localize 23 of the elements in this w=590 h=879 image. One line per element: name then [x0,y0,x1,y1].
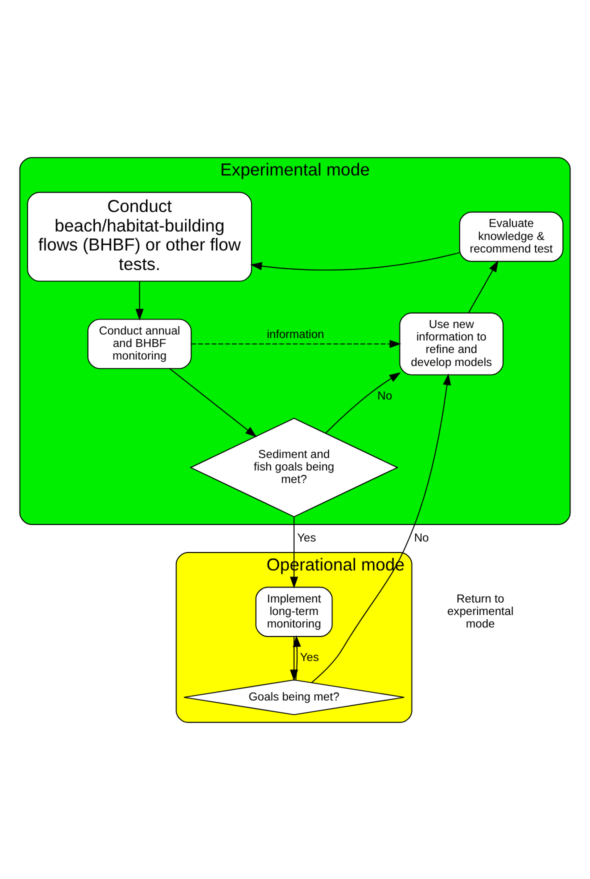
arrow [190,339,402,348]
node-box: Use new information to refine and develop models [399,312,504,375]
node-box: Evaluate knowledge & recommend test [459,211,564,262]
arrow [292,634,301,680]
node-diamond: Sediment and fish goals being met? [190,417,398,517]
edge-label: Yes [300,652,319,664]
arrow [290,636,298,681]
arrow [468,260,498,313]
node-diamond: Goals being met? [184,678,405,715]
node-box: Conduct annual and BHBF monitoring [87,318,192,369]
edge-label: information [266,328,324,340]
arrow [290,516,298,588]
node-box: Implement long-term monitoring [255,586,333,636]
node-box: Conduct beach/habitat-building flows (BHBF) or other flow tests. [27,191,252,282]
arrow [250,252,460,270]
edge-label: Yes [297,532,316,544]
arrow [169,368,257,437]
edge-label: No [414,532,429,544]
arrow [135,280,144,320]
arrow [311,373,451,683]
edge-label: No [377,390,392,402]
label: Return to experimental mode [447,592,514,630]
arrow [325,372,401,434]
